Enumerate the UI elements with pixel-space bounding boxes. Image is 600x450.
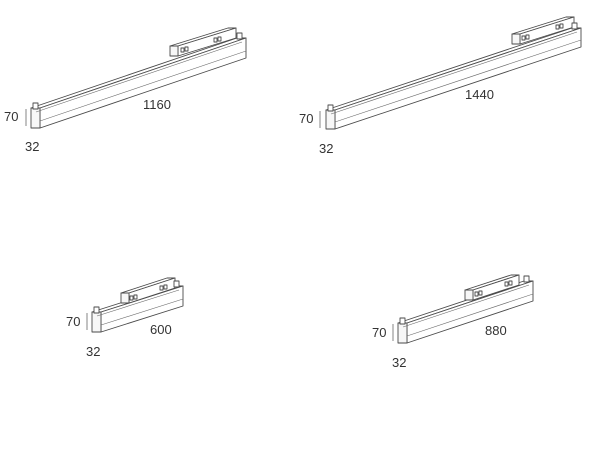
end-tab bbox=[523, 275, 530, 283]
length-label: 1160 bbox=[143, 97, 171, 112]
connector-icon bbox=[474, 291, 479, 297]
connector-icon bbox=[478, 290, 483, 296]
profile-bar-groove-line bbox=[402, 284, 530, 328]
connector-icon bbox=[129, 295, 134, 301]
profile-1160-bar bbox=[30, 27, 247, 129]
height-label: 70 bbox=[66, 314, 80, 329]
length-label: 600 bbox=[150, 322, 172, 337]
connector-icon bbox=[163, 284, 168, 290]
depth-label: 32 bbox=[25, 139, 39, 154]
connector-icon bbox=[217, 36, 222, 42]
end-tab bbox=[32, 102, 39, 110]
profile-bar-groove-line bbox=[39, 50, 247, 122]
profile-1440-group: 70 32 1440 bbox=[299, 16, 582, 156]
profile-bar-groove-line bbox=[96, 289, 180, 317]
profile-600-group: 70 32 600 bbox=[66, 277, 184, 359]
profile-880-bar bbox=[397, 274, 534, 344]
connector-icon bbox=[213, 37, 218, 43]
connector-icon bbox=[555, 24, 560, 30]
driver-box-end bbox=[169, 45, 179, 57]
depth-label: 32 bbox=[86, 344, 100, 359]
end-tab bbox=[93, 306, 100, 314]
connector-icon bbox=[508, 280, 513, 286]
end-tab bbox=[399, 317, 406, 325]
connector-icon bbox=[525, 34, 530, 40]
connector-icon bbox=[559, 23, 564, 29]
profile-bar-side-face bbox=[39, 37, 247, 129]
connector-icon bbox=[521, 35, 526, 41]
profile-1440-bar bbox=[325, 16, 582, 130]
end-tab bbox=[236, 32, 243, 40]
profile-bar-groove-line bbox=[334, 39, 582, 123]
height-label: 70 bbox=[4, 109, 18, 124]
end-tab bbox=[173, 280, 180, 288]
length-label: 880 bbox=[485, 323, 507, 338]
connector-icon bbox=[133, 294, 138, 300]
end-tab bbox=[327, 104, 334, 112]
height-label: 70 bbox=[372, 325, 386, 340]
driver-box-end bbox=[511, 33, 521, 45]
profile-880-group: 70 32 880 bbox=[372, 274, 534, 370]
profile-bar-groove-line bbox=[35, 41, 243, 113]
end-tab bbox=[571, 22, 578, 30]
height-label: 70 bbox=[299, 111, 313, 126]
profile-bar-groove-line bbox=[330, 31, 578, 115]
length-label: 1440 bbox=[465, 87, 494, 102]
driver-box-end bbox=[120, 292, 130, 304]
profile-bar-groove-line bbox=[406, 293, 534, 337]
profile-1160-group: 70 32 1160 bbox=[4, 27, 247, 154]
connector-icon bbox=[184, 46, 189, 52]
depth-label: 32 bbox=[319, 141, 333, 156]
depth-label: 32 bbox=[392, 355, 406, 370]
driver-box-end bbox=[464, 289, 474, 301]
profile-bar-groove-line bbox=[100, 298, 184, 326]
profile-600-bar bbox=[91, 277, 184, 333]
connector-icon bbox=[159, 285, 164, 291]
connector-icon bbox=[504, 281, 509, 287]
connector-icon bbox=[180, 47, 185, 53]
